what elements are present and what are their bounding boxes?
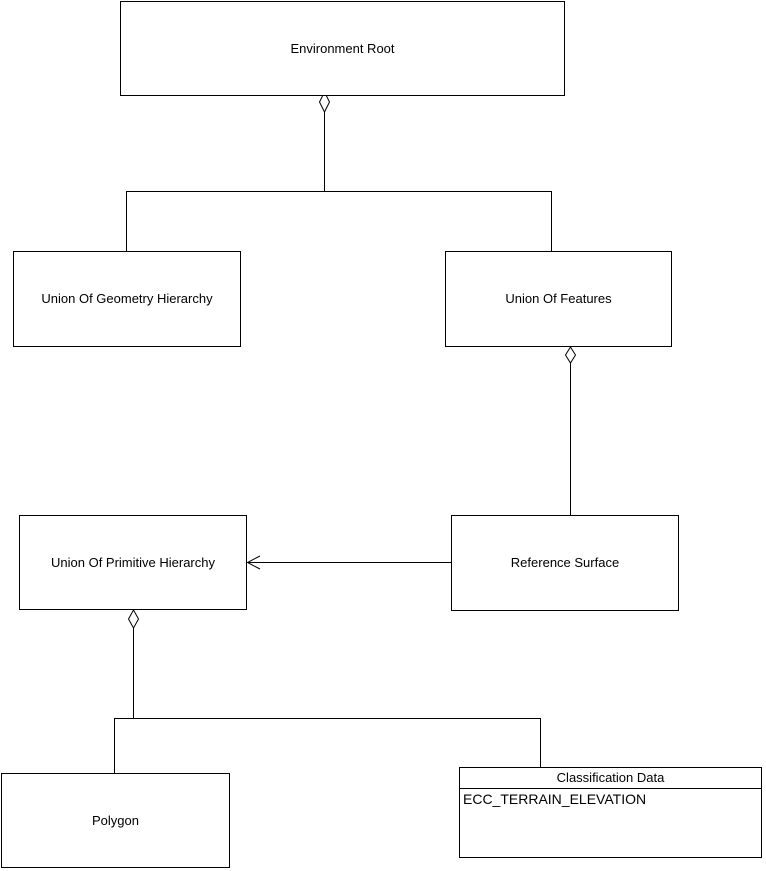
node-label: Union Of Features [505,291,612,306]
node-label: Environment Root [290,40,395,56]
edge-line [126,191,552,251]
node-union-of-primitive-hierarchy[interactable]: Union Of Primitive Hierarchy [19,515,247,610]
node-label: Union Of Primitive Hierarchy [51,554,215,570]
node-label: Union Of Geometry Hierarchy [41,291,213,306]
aggregation-diamond-union-of-features [564,346,577,364]
node-classification-data[interactable]: Classification Data ECC_TERRAIN_ELEVATIO… [459,767,762,858]
node-label: Polygon [92,812,139,828]
node-label: Reference Surface [510,555,620,570]
node-union-of-features[interactable]: Union Of Features [445,251,672,347]
node-polygon[interactable]: Polygon [1,773,230,868]
class-attributes: ECC_TERRAIN_ELEVATION [460,789,761,857]
class-title: Classification Data [460,768,761,789]
node-environment-root[interactable]: Environment Root [120,1,565,96]
open-arrowhead [246,555,261,570]
aggregation-diamond-union-of-primitive [127,608,140,630]
class-attribute: ECC_TERRAIN_ELEVATION [463,791,647,807]
node-union-of-geometry-hierarchy[interactable]: Union Of Geometry Hierarchy [13,251,241,347]
edge-line [114,718,541,773]
node-reference-surface[interactable]: Reference Surface [451,515,679,611]
